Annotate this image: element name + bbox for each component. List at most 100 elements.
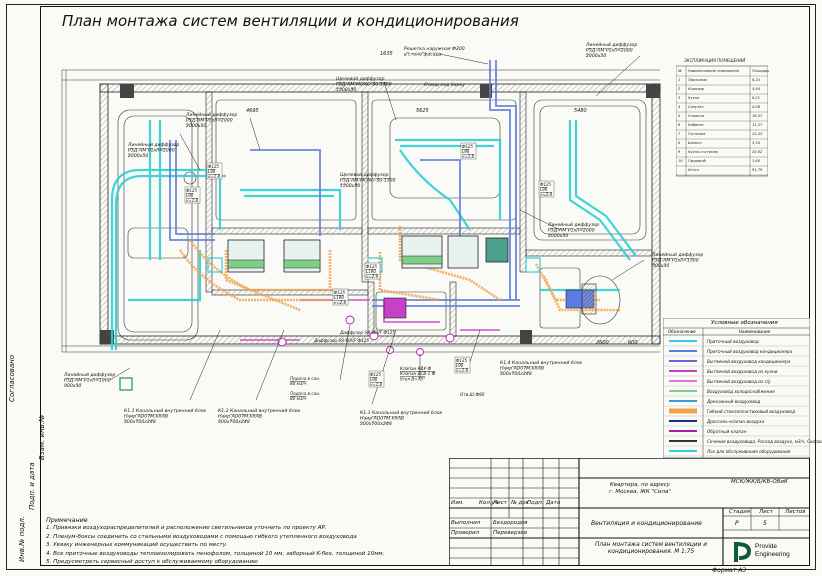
room-table-cell: 15,43: [752, 132, 763, 136]
legend-item-label: Воздуховод холодоснабжения: [707, 389, 775, 394]
legend-item-label: Гибкий стеклопластиковый воздуховод: [707, 409, 795, 414]
legend-item: Дренажный воздуховод: [663, 397, 810, 408]
room-table-cell: 3,20: [752, 141, 761, 145]
room-table-cell: 7: [678, 132, 681, 136]
title-block: МСК/ЖК/Б/КВ-ОВиК Изм. Кол.уч Лист № док …: [449, 458, 810, 566]
supply-ducts: [110, 120, 637, 350]
outer-frame: [6, 4, 816, 570]
stamp-name-1: Бездородов: [493, 520, 528, 526]
company-logo: Provide Engineering: [733, 540, 803, 564]
dim-5480: 5480: [574, 108, 587, 114]
legend-grid: [663, 318, 810, 458]
label-diffuser-sr2: Диффузор SR-80VF Ф125: [313, 338, 369, 343]
stamp-address-line: Квартира, по адресу г. Москва, ЖК "Сила": [609, 482, 671, 495]
legend-item-label: Лаз для обслуживания оборудования: [707, 449, 791, 454]
stamp-col-date: Дата: [546, 500, 561, 506]
stamp-drawing-title: План монтажа систем вентиляции и кондици…: [583, 542, 719, 556]
legend-item: Вытяжной воздуховод из с/у: [663, 377, 810, 388]
flow-tag-box: [332, 288, 349, 306]
dimension-texts: 1635 4695 5625 5480 2600 600: [246, 51, 638, 346]
legend-item: Вытяжной воздуховод кондиционера: [663, 357, 810, 368]
legend-item-label: Приточный воздуховод: [707, 339, 759, 344]
room-table-cell: Итого: [688, 168, 700, 172]
room-table-cell: 6,24: [752, 78, 761, 82]
room-table-cell: 8: [678, 141, 681, 145]
dimension-lines: [61, 69, 660, 353]
label-grille-vent: Отв.Ш-Ф80: [460, 392, 485, 397]
legend-item: Воздуховод холодоснабжения: [663, 387, 810, 398]
stamp-stage-header: Стадия: [729, 509, 751, 515]
stamp-sheet-num: 5: [763, 520, 767, 527]
legend-header-symbol: Обозначение: [668, 329, 696, 334]
legend-title: Условные обозначения: [711, 320, 778, 326]
room-table-cell: Кабинет: [688, 123, 704, 127]
note-3: 3. Увязку инженерных коммуникаций осущес…: [46, 542, 228, 549]
inner-frame: [40, 6, 810, 566]
stamp-sheet-header: Лист: [759, 509, 773, 515]
notes-title: Примечание: [46, 516, 88, 524]
room-table-cell: 91,79: [752, 168, 763, 172]
room-table-cell: Балкон: [688, 141, 702, 145]
room-table-cell: 4,84: [752, 87, 761, 91]
sheet-title: План монтажа систем вентиляции и кондици…: [62, 12, 519, 30]
room-table-cell: 8,21: [752, 96, 761, 100]
stamp-stage: Р: [735, 520, 739, 527]
legend-item-label: Дренажный воздуховод: [707, 399, 761, 404]
room-table-cell: 20,82: [752, 150, 763, 154]
stamp-col-sign: Подп.: [527, 500, 544, 506]
legend-item-label: Обратный клапан: [707, 429, 747, 434]
dim-1635: 1635: [380, 51, 393, 57]
stamp-col-kol: Кол.уч: [479, 500, 499, 506]
stamp-col-doc: № док: [511, 500, 529, 506]
access-hatches: [119, 257, 541, 391]
notes-block: Примечание 1. Привязки воздухораспредели…: [46, 516, 384, 566]
dim-2600: 2600: [596, 340, 609, 346]
legend-item: Лаз для обслуживания оборудования: [663, 447, 810, 458]
leader-lines: [109, 53, 645, 405]
sheet-format: Формат А3: [712, 567, 747, 574]
note-4: 4. Все приточные воздуховоды теплоизолир…: [46, 550, 385, 557]
room-table-header-cell: Площадь: [752, 69, 770, 73]
room-table-cell: 5: [678, 114, 681, 118]
room-table-cell: Кухня-гостиная: [688, 150, 718, 154]
room-table-cell: Санузел: [688, 105, 704, 109]
stamp-col-izm: Изм.: [451, 500, 464, 506]
flow-tag-box: [368, 370, 385, 388]
stamp-role-2: Проверил: [451, 530, 480, 536]
stamp-section: Вентиляция и кондиционирование: [591, 520, 702, 527]
room-table-cell: 5,06: [752, 105, 761, 109]
room-table-header-cell: Наименование помещения: [688, 69, 739, 73]
legend-item: Дроссель-клапан воздуха: [663, 417, 810, 428]
note-2: 2. Пленум-боксы соединить со стальными в…: [46, 533, 357, 540]
legend-item-label: Вытяжной воздуховод кондиционера: [707, 359, 791, 364]
ceiling-diffusers: [277, 315, 455, 356]
dim-4695: 4695: [246, 108, 259, 114]
flow-tag-box: [364, 262, 381, 280]
room-table-cell: 3,80: [752, 159, 761, 163]
flow-tag-box: [460, 142, 477, 160]
stamp-code: МСК/ЖК/Б/КВ-ОВиК: [731, 479, 788, 485]
company-name: Provide Engineering: [755, 543, 790, 558]
label-diffuser-sr: Диффузор SR-80VF Ф125: [339, 330, 395, 335]
legend-item: Обратный клапан: [663, 427, 810, 438]
flow-tag-box: [206, 162, 223, 180]
room-table-header-cell: №: [678, 69, 682, 73]
stamp-drawing-title-text: План монтажа систем вентиляции и кондици…: [594, 542, 707, 555]
ac-ducts: [169, 60, 520, 307]
stamp-name-2: Переверзев: [493, 530, 528, 536]
